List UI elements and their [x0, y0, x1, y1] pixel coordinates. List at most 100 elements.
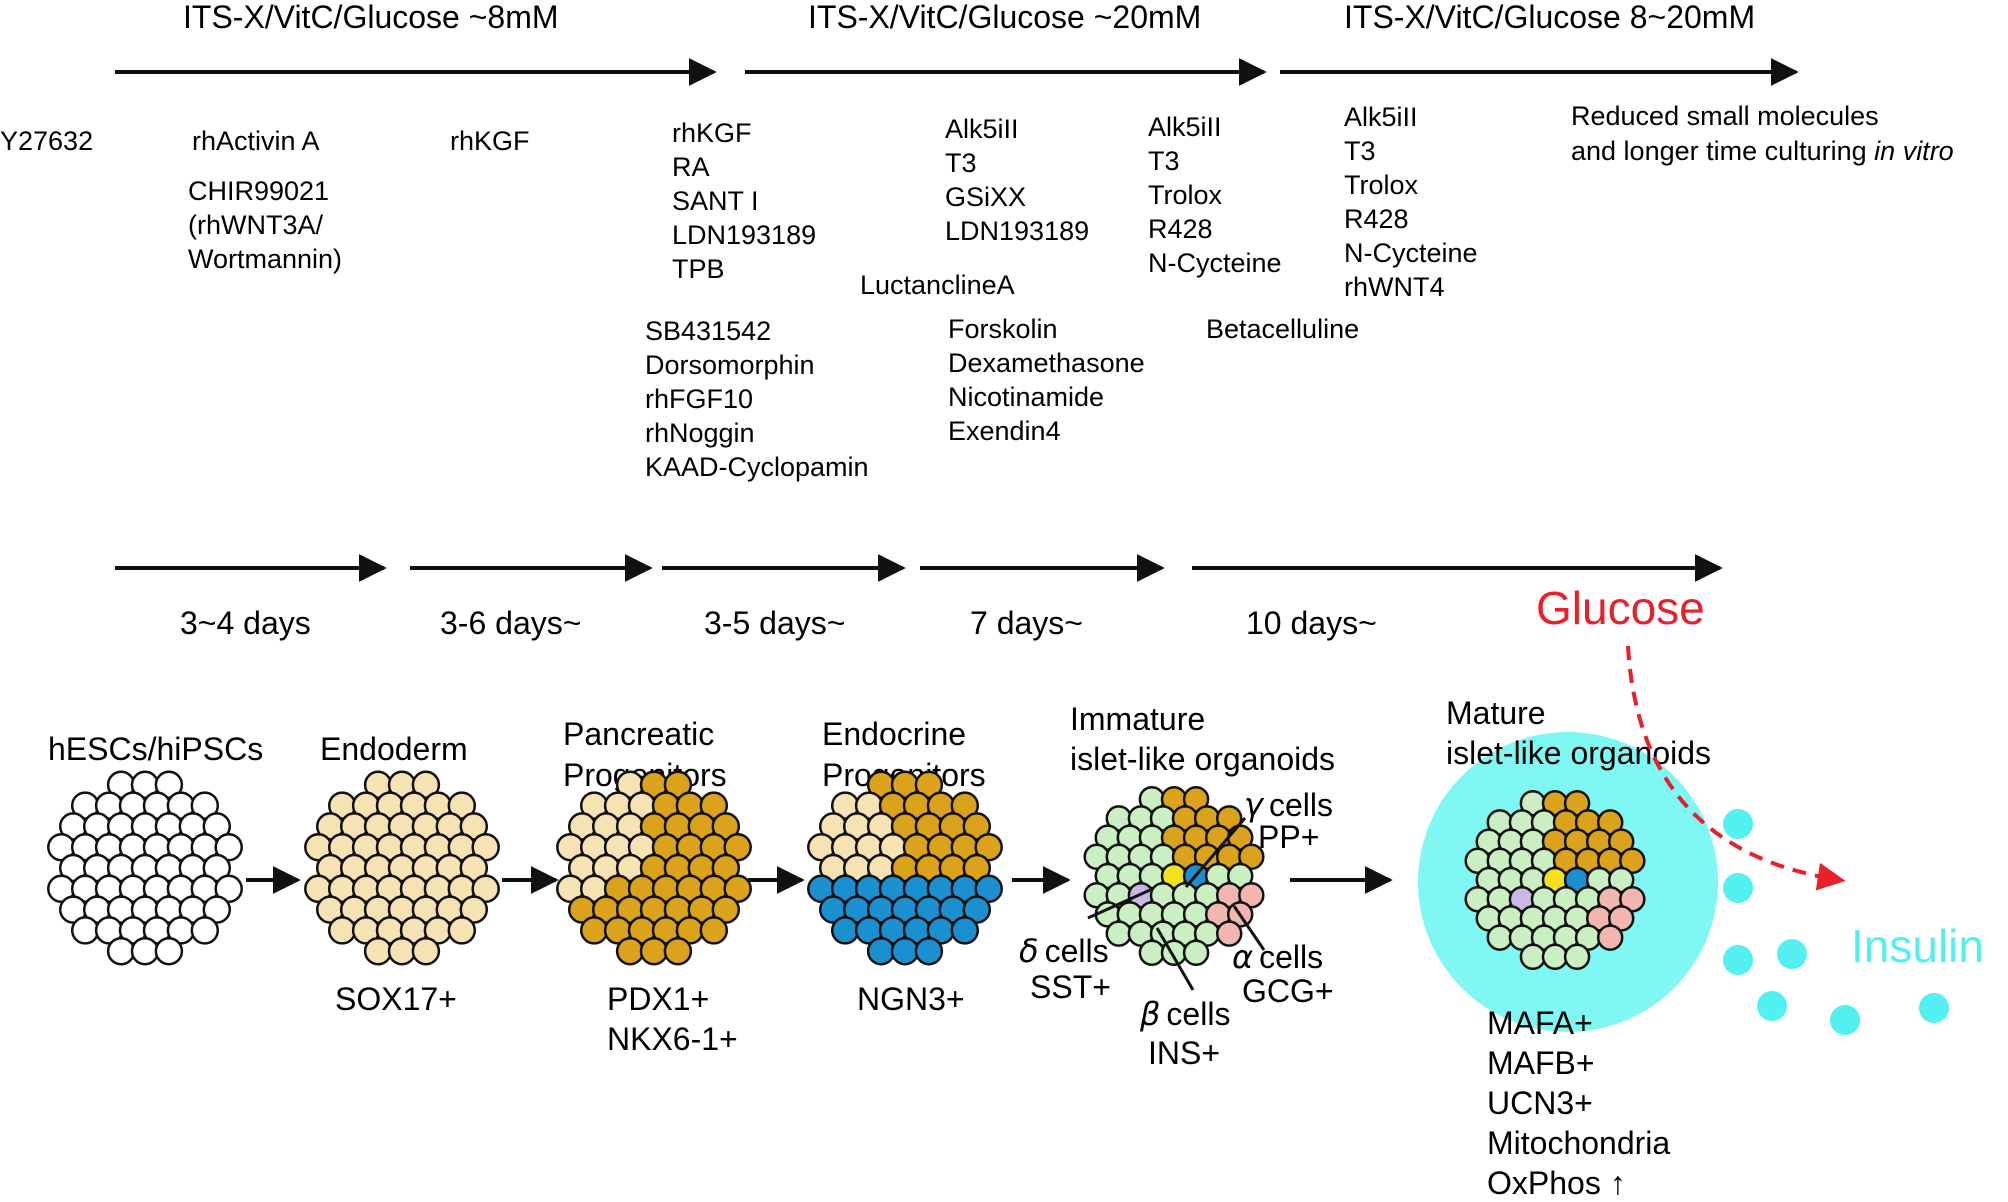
factor-s7-0: Alk5iII — [1344, 102, 1418, 132]
gamma-greek: γ — [1244, 786, 1265, 824]
cluster-endocrine-cell — [914, 936, 944, 966]
cluster-mature-cell — [1596, 924, 1624, 951]
cluster-mature-cell — [1541, 943, 1569, 971]
factor-s5c-3: Exendin4 — [948, 416, 1061, 446]
stage-title-immature-2: islet-like organoids — [1070, 741, 1335, 777]
alpha-pointer — [1232, 905, 1266, 951]
reduced-molecules-line2-text: and longer time culturing — [1571, 136, 1874, 166]
gamma-marker: PP+ — [1258, 819, 1319, 855]
cluster-immature-cell — [1182, 939, 1210, 967]
beta-text: cells — [1166, 996, 1230, 1032]
cluster-stem-cell — [190, 791, 220, 820]
factor-s6a-4: N-Cycteine — [1148, 248, 1282, 278]
factor-s3-0: rhKGF — [450, 126, 530, 156]
factor-s7-2: Trolox — [1344, 170, 1419, 200]
insulin-granule — [1830, 1005, 1860, 1035]
factor-s6a-0: Alk5iII — [1148, 112, 1222, 142]
factor-s5c-2: Nicotinamide — [948, 382, 1104, 412]
cluster-mature — [1464, 789, 1646, 971]
factor-s1-0: Y27632 — [0, 126, 93, 156]
gamma-text: cells — [1269, 787, 1333, 823]
cluster-pancreatic — [556, 770, 752, 966]
insulin-granule — [1757, 991, 1787, 1021]
cluster-pancreatic-cell — [663, 936, 693, 966]
cluster-pancreatic-cell — [615, 936, 645, 966]
marker-ngn3: NGN3+ — [857, 981, 965, 1017]
factor-s2b-2: Wortmannin) — [188, 244, 342, 274]
mature-marker-oxphos: OxPhos ↑ — [1487, 1165, 1626, 1201]
insulin-granule — [1723, 873, 1753, 903]
factor-s5c-0: Forskolin — [948, 314, 1058, 344]
phase-label-1: ITS-X/VitC/Glucose ~8mM — [183, 0, 559, 35]
cluster-stem-cell — [202, 895, 232, 924]
factor-s4b-4: KAAD-Cyclopamin — [645, 452, 869, 482]
mature-marker-mafb: MAFB+ — [1487, 1045, 1595, 1081]
mature-marker-mafa: MAFA+ — [1487, 1005, 1593, 1041]
cluster-endocrine-cell — [890, 936, 920, 966]
duration-label-4: 7 days~ — [970, 605, 1083, 641]
cluster-endocrine — [807, 770, 1003, 966]
stage-title-mature-2: islet-like organoids — [1446, 735, 1711, 771]
cluster-stem-cell — [154, 936, 184, 966]
factor-s7-1: T3 — [1344, 136, 1376, 166]
cluster-endocrine-cell — [950, 791, 980, 820]
cluster-immature-cell — [1138, 939, 1166, 967]
cluster-endocrine-cell — [830, 916, 860, 945]
factor-s7-5: rhWNT4 — [1344, 272, 1445, 302]
cluster-pancreatic-cell — [699, 791, 729, 820]
delta-greek: δ — [1019, 932, 1039, 970]
cluster-stem — [47, 770, 243, 966]
cluster-endoderm-cell — [387, 936, 417, 966]
duration-label-1: 3~4 days — [180, 605, 311, 641]
insulin-granule — [1723, 945, 1753, 975]
cluster-endocrine-cell — [962, 895, 992, 924]
factor-s4b-3: rhNoggin — [645, 418, 755, 448]
factor-s6b-0: Betacelluline — [1206, 314, 1359, 344]
organoid-clusters — [47, 770, 1646, 971]
cluster-mature-cell — [1563, 943, 1591, 971]
stage-title-stem: hESCs/hiPSCs — [48, 731, 263, 767]
glucose-arrow — [1626, 645, 1846, 891]
factor-s5c-1: Dexamethasone — [948, 348, 1145, 378]
cluster-endoderm-cell — [411, 936, 441, 966]
factor-s6a-3: R428 — [1148, 214, 1213, 244]
marker-sox17: SOX17+ — [335, 981, 457, 1017]
cluster-stem-cell — [70, 916, 100, 945]
stage-title-immature-1: Immature — [1070, 701, 1205, 737]
duration-label-5: 10 days~ — [1246, 605, 1377, 641]
factor-s5a-0: Alk5iII — [945, 114, 1019, 144]
factor-s4b-1: Dorsomorphin — [645, 350, 815, 380]
cluster-immature-cell — [1105, 920, 1133, 947]
reduced-molecules-in-vitro: in vitro — [1874, 136, 1954, 166]
factor-s4b-2: rhFGF10 — [645, 384, 753, 414]
cluster-endocrine-cell — [950, 916, 980, 945]
cluster-stem-cell — [190, 916, 220, 945]
phase-label-3: ITS-X/VitC/Glucose 8~20mM — [1344, 0, 1755, 35]
factor-s5a-2: GSiXX — [945, 182, 1026, 212]
factor-s4a-0: rhKGF — [672, 118, 752, 148]
cluster-endoderm-cell — [363, 936, 393, 966]
reduced-molecules-line2: and longer time culturing in vitro — [1571, 136, 1954, 166]
cluster-endoderm — [304, 770, 500, 966]
duration-label-2: 3-6 days~ — [440, 605, 581, 641]
factor-s6a-1: T3 — [1148, 146, 1180, 176]
reduced-molecules-line1: Reduced small molecules — [1571, 101, 1879, 131]
beta-greek: β — [1139, 995, 1160, 1033]
cluster-mature-cell — [1486, 924, 1514, 951]
cluster-pancreatic-cell — [639, 936, 669, 966]
stage-title-mature-1: Mature — [1446, 695, 1546, 731]
stage-title-endoderm: Endoderm — [320, 731, 468, 767]
alpha-greek: α — [1232, 938, 1253, 976]
factor-s2a-0: rhActivin A — [192, 126, 320, 156]
gamma-pointer — [1184, 817, 1247, 888]
delta-marker: SST+ — [1030, 969, 1111, 1005]
alpha-marker: GCG+ — [1242, 973, 1334, 1009]
stage-title-endocrine-1: Endocrine — [822, 716, 966, 752]
alpha-text: cells — [1259, 939, 1323, 975]
factor-s2b-0: CHIR99021 — [188, 176, 329, 206]
factor-s6a-2: Trolox — [1148, 180, 1223, 210]
factor-s4a-3: LDN193189 — [672, 220, 816, 250]
